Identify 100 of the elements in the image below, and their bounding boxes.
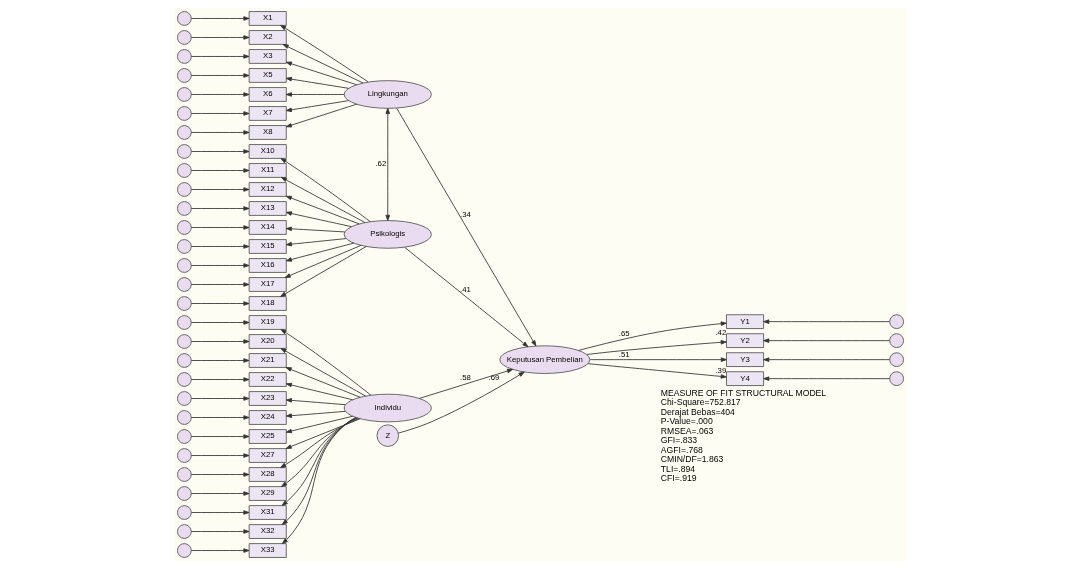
arrow: [190, 415, 249, 420]
arrow: [762, 357, 890, 362]
node-circle: [888, 314, 904, 329]
node-circle: [176, 334, 192, 349]
arrow: [190, 263, 249, 268]
edge-label: .58: [459, 372, 471, 382]
label: Chi-Square=752.817: [660, 397, 741, 408]
node-box: X20: [248, 334, 287, 349]
arrow: [190, 206, 249, 211]
node-circle: [176, 239, 192, 254]
node-circle: [176, 277, 192, 292]
node-label: .42: [714, 327, 726, 337]
node-label: .39: [714, 365, 726, 375]
node-ellipse: Psikologis: [343, 220, 432, 249]
label: CMIN/DF=1.863: [660, 454, 723, 465]
node-circle: [176, 49, 192, 64]
arrow: [190, 377, 249, 382]
arrow: [762, 338, 890, 343]
arrow: [190, 149, 249, 154]
arrow: [285, 226, 345, 233]
node-box: X6: [248, 87, 287, 102]
node-circle: [176, 353, 192, 368]
node-circle: [176, 410, 192, 425]
arrow: [190, 35, 249, 40]
label: MEASURE OF FIT STRUCTURAL MODEL: [660, 387, 826, 398]
arrow: [190, 168, 249, 173]
arrow: [285, 418, 361, 449]
node-box: X13: [248, 201, 287, 216]
arrow: [190, 130, 249, 135]
node-circle: [888, 352, 904, 367]
arrow: [285, 242, 354, 262]
node-ellipse: Individu: [343, 393, 432, 423]
arrow: [190, 16, 249, 21]
arrow: [285, 382, 353, 401]
node-box: X14: [248, 220, 287, 235]
arrow: [190, 301, 249, 306]
node-ellipse: Lingkungan: [343, 80, 432, 109]
node-circle: [176, 182, 192, 197]
arrow: [285, 76, 349, 89]
label: CFI=.919: [660, 473, 697, 484]
arrow: [285, 92, 344, 97]
node-box: X22: [248, 372, 287, 387]
node-circle: [176, 11, 192, 26]
arrow: [281, 417, 357, 506]
edge-label: .34: [459, 210, 471, 220]
node-circle: [176, 220, 192, 235]
arrow: [279, 418, 359, 468]
node-label: .69: [488, 372, 499, 382]
arrow: [589, 357, 727, 362]
node-circle: [176, 106, 192, 121]
node-circle: [888, 333, 904, 348]
edge-label: .41: [459, 284, 471, 294]
arrow: [285, 238, 346, 247]
arrow: [285, 367, 361, 398]
node-box: X21: [248, 353, 287, 368]
node-box: X29: [248, 486, 287, 501]
arrow: [280, 329, 371, 396]
edge-label: .65: [618, 328, 630, 338]
label: TLI=.894: [660, 463, 695, 474]
node-circle: [176, 87, 192, 102]
node-box: X11: [248, 163, 287, 178]
label: GFI=.833: [660, 435, 697, 446]
arrow: [762, 376, 890, 381]
node-box: Y3: [725, 352, 764, 367]
node-box: X2: [248, 30, 287, 45]
node-circle: [176, 201, 192, 216]
node-circle: [176, 163, 192, 178]
arrow: [418, 368, 513, 399]
node-circle: [176, 258, 192, 273]
node-circle: [176, 505, 192, 520]
arrow: [285, 398, 346, 406]
node-box: X28: [248, 467, 287, 482]
arrow: [190, 510, 249, 515]
label: Derajat Bebas=404: [660, 406, 735, 417]
arrow: [280, 348, 366, 397]
node-circle: [176, 68, 192, 83]
arrow: [190, 320, 249, 325]
arrow: [285, 211, 352, 228]
arrow: [190, 339, 249, 344]
node-box: X17: [248, 277, 287, 292]
arrow: [285, 61, 357, 86]
node-box: X31: [248, 505, 287, 520]
arrow: [190, 111, 249, 116]
node-circle: [176, 30, 192, 45]
arrow: [285, 103, 357, 128]
edge-label: .51: [618, 350, 630, 360]
arrow: [587, 363, 727, 379]
arrow: [397, 371, 525, 434]
arrow: [190, 434, 249, 439]
node-circle: [888, 371, 904, 386]
node-circle: [176, 144, 192, 159]
arrow: [395, 107, 536, 347]
arrow: [190, 92, 249, 97]
label: AGFI=.768: [660, 444, 703, 455]
arrow: [190, 282, 249, 287]
arrow: [585, 340, 727, 355]
node-box: X33: [248, 543, 287, 558]
arrow: [190, 453, 249, 458]
node-box: X18: [248, 296, 287, 311]
node-circle: [176, 543, 192, 558]
